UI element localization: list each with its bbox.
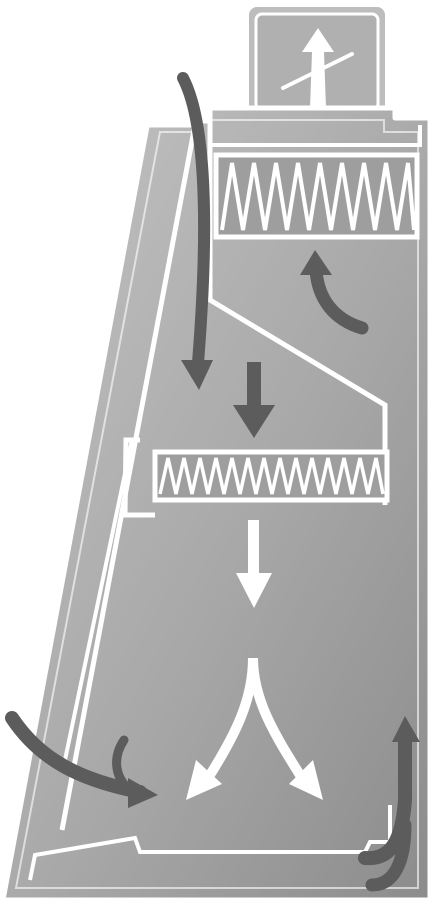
split-flow-arrow (186, 657, 323, 800)
filtered-downflow-arrow (236, 520, 272, 608)
rear-return-arrow (365, 818, 412, 892)
exhaust-upflow-arrow (300, 250, 369, 335)
work-surface (28, 805, 392, 881)
downflow-to-filter-arrow (233, 362, 275, 438)
front-grille-arrow (112, 735, 135, 795)
exhaust-hepa-filter (213, 152, 420, 240)
exhaust-damper-icon (281, 28, 354, 108)
supply-hepa-filter (152, 449, 390, 503)
rear-upflow-arrow (358, 716, 420, 866)
front-intake-arrow (5, 711, 158, 808)
room-air-inflow-arrow (177, 72, 213, 390)
